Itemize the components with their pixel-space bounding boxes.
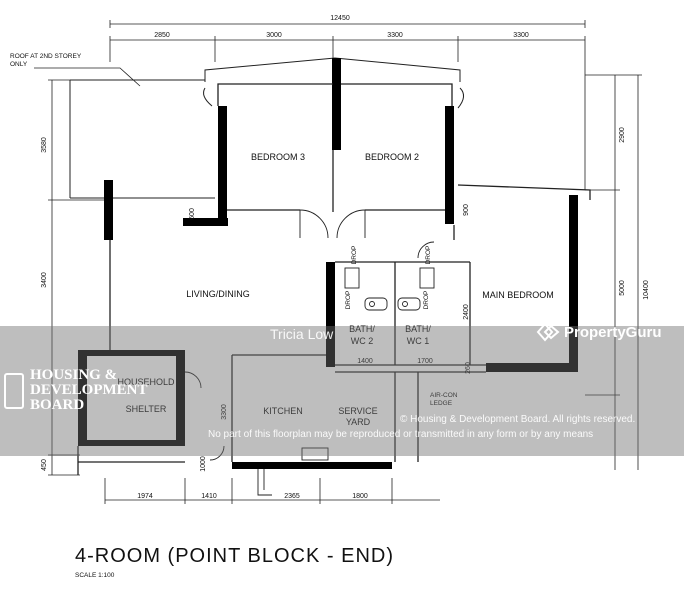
room-bedroom-2: BEDROOM 2	[365, 152, 419, 162]
dim-top-2: 3000	[266, 32, 282, 39]
dim-top-1: 2850	[154, 32, 170, 39]
room-service-yard-line2: YARD	[346, 417, 371, 427]
bottom-dimensions	[104, 478, 440, 504]
plan-title: 4-ROOM (POINT BLOCK - END)	[75, 545, 394, 567]
right-dimensions	[585, 74, 642, 470]
room-service-yard-line1: SERVICE	[338, 406, 377, 416]
dim-bottom-2: 1410	[201, 493, 217, 500]
propertyguru-text: PropertyGuru	[564, 323, 662, 341]
bath-fixtures	[344, 267, 435, 311]
drop-label-3: DROP	[345, 291, 352, 310]
hdb-logo-icon	[4, 372, 24, 409]
dim-bottom-3: 2365	[284, 493, 300, 500]
watermark-rights: No part of this floorplan may be reprodu…	[208, 429, 594, 440]
dim-inner-900: 900	[463, 204, 470, 216]
dim-inner-1700: 1700	[417, 358, 433, 365]
room-bath-wc1-line2: WC 1	[407, 336, 430, 346]
aircon-ledge-line2: LEDGE	[430, 400, 453, 407]
room-shelter-line2: SHELTER	[126, 404, 167, 414]
roof-note-2: ONLY	[10, 61, 28, 68]
room-bath-wc2-line1: BATH/	[349, 324, 375, 334]
dim-inner-3300: 3300	[221, 404, 228, 420]
dim-inner-600: 600	[189, 208, 196, 220]
dim-left-3: 450	[41, 459, 48, 471]
roof-outline	[69, 79, 215, 199]
watermark-hdb: HOUSING & DEVELOPMENT BOARD	[4, 368, 148, 413]
dim-bottom-4: 1800	[352, 493, 368, 500]
roof-leader	[34, 67, 141, 87]
hdb-text-3: BOARD	[30, 397, 85, 413]
plan-scale: SCALE 1:100	[75, 572, 115, 579]
doors	[184, 209, 435, 461]
dim-bottom-1: 1974	[137, 493, 153, 500]
roof-note-1: ROOF AT 2ND STOREY	[10, 53, 82, 60]
dim-top-4: 3300	[513, 32, 529, 39]
kitchen-fixtures	[257, 447, 329, 496]
dim-left-2: 3400	[41, 272, 48, 288]
dim-inner-260: 260	[465, 362, 472, 374]
room-bedroom-3: BEDROOM 3	[251, 152, 305, 162]
drop-label-4: DROP	[423, 291, 430, 310]
left-dimensions	[48, 79, 110, 476]
dim-inner-1400: 1400	[357, 358, 373, 365]
room-bath-wc1-line1: BATH/	[405, 324, 431, 334]
hdb-text-1: HOUSING &	[30, 367, 118, 383]
dim-overall: 12450	[330, 15, 350, 22]
drop-label-2: DROP	[425, 246, 432, 265]
dim-right-1: 2900	[619, 127, 626, 143]
aircon-ledge-line1: AIR-CON	[430, 392, 458, 399]
room-kitchen: KITCHEN	[263, 406, 303, 416]
room-living-dining: LIVING/DINING	[186, 289, 250, 299]
dim-inner-1000: 1000	[200, 456, 207, 472]
partition-walls	[77, 83, 591, 475]
dim-top-3: 3300	[387, 32, 403, 39]
hdb-text-2: DEVELOPMENT	[30, 382, 148, 398]
dim-right-3: 10400	[643, 280, 650, 300]
room-bath-wc2-line2: WC 2	[351, 336, 374, 346]
drop-label-1: DROP	[351, 246, 358, 265]
dim-left-1: 3580	[41, 137, 48, 153]
room-main-bedroom: MAIN BEDROOM	[482, 290, 554, 300]
dim-right-2: 5000	[619, 280, 626, 296]
watermark-agent-name: Tricia Low	[270, 326, 334, 342]
watermark-propertyguru: PropertyGuru	[536, 322, 662, 342]
room-shelter-line1: HOUSEHOLD	[117, 377, 175, 387]
dim-inner-2400: 2400	[463, 304, 470, 320]
top-dimensions	[109, 20, 586, 190]
propertyguru-logo-icon	[536, 322, 560, 342]
structural-walls	[78, 58, 578, 469]
watermark-copyright: © Housing & Development Board. All right…	[400, 414, 636, 425]
